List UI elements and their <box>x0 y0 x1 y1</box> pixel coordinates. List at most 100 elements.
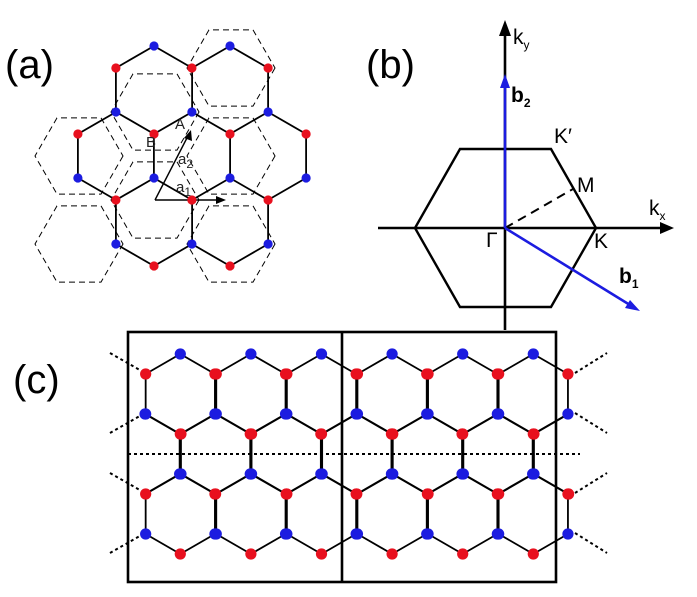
atom-sublattice-a <box>351 368 364 380</box>
atom-sublattice-a <box>73 129 83 139</box>
bond <box>229 243 269 267</box>
atom-sublattice-b <box>351 528 364 540</box>
atom-sublattice-b <box>111 239 121 249</box>
bond <box>286 473 322 495</box>
atom-sublattice-a <box>350 488 362 500</box>
lattice-bonds <box>76 45 308 267</box>
bond <box>498 533 534 555</box>
panel-b: ky kx b2 b1 Γ K K′ M <box>378 20 674 330</box>
bond <box>357 473 393 495</box>
atom-sublattice-a <box>111 63 121 73</box>
bond <box>426 413 463 435</box>
bond <box>497 413 534 435</box>
bond <box>357 533 393 555</box>
periodic-bond <box>574 352 608 374</box>
bond <box>251 413 287 435</box>
bond <box>215 533 252 555</box>
atom-sublattice-b <box>225 41 235 51</box>
bond <box>532 473 569 495</box>
atom-sublattice-a <box>140 488 152 500</box>
bond <box>229 45 269 69</box>
wigner-seitz-cells <box>34 29 276 283</box>
atom-sublattice-b <box>175 468 187 480</box>
atom-sublattice-b <box>562 408 574 420</box>
vector-a1-label: a1 <box>176 179 191 199</box>
atom-sublattice-a <box>281 488 293 500</box>
bond <box>191 111 231 135</box>
atom-sublattice-a <box>562 368 574 380</box>
atom-sublattice-b <box>492 408 504 420</box>
atom-sublattice-a <box>245 548 257 560</box>
atom-sublattice-b <box>281 528 293 540</box>
bond <box>250 473 286 495</box>
atom-sublattice-a <box>562 488 574 500</box>
atom-sublattice-b <box>149 173 159 183</box>
bond <box>145 353 181 375</box>
atom-sublattice-b <box>386 468 398 480</box>
bond <box>462 533 498 555</box>
atom-sublattice-a <box>263 63 273 73</box>
ribbon-atoms <box>139 348 575 560</box>
atom-sublattice-a <box>263 195 273 205</box>
kx-axis-label: kx <box>649 197 666 223</box>
atom-sublattice-a <box>174 548 186 560</box>
vector-a1-head <box>216 196 226 204</box>
atom-sublattice-a <box>175 428 187 440</box>
atom-sublattice-a <box>422 488 434 500</box>
atom-sublattice-b <box>386 348 398 360</box>
bond <box>179 473 216 495</box>
atom-sublattice-a <box>111 195 121 205</box>
atom-sublattice-b <box>562 528 574 540</box>
atom-sublattice-b <box>301 173 311 183</box>
bond <box>286 533 322 555</box>
periodic-bond <box>574 472 608 494</box>
bond <box>356 413 392 435</box>
vector-b1-label: b1 <box>619 265 639 291</box>
vector-a2-arrow <box>154 133 190 201</box>
atom-sublattice-a <box>245 428 258 440</box>
bond <box>229 111 269 135</box>
ky-axis-label: ky <box>513 26 530 52</box>
ribbon-bonds <box>144 353 570 555</box>
atom-sublattice-b <box>422 528 434 540</box>
bond <box>191 177 231 201</box>
bond <box>427 353 464 375</box>
unit-cell-dashed <box>110 73 200 151</box>
bond <box>427 533 464 555</box>
bond <box>391 353 428 375</box>
vector-b2-label: b2 <box>511 84 531 110</box>
bond <box>115 45 155 69</box>
unit-cell-dashed <box>186 29 276 107</box>
bond <box>532 533 569 555</box>
lattice-atoms <box>73 41 311 271</box>
atom-sublattice-a <box>457 548 469 560</box>
bond <box>321 473 357 495</box>
atom-sublattice-a <box>315 428 327 440</box>
atom-sublattice-b <box>457 348 469 360</box>
panel-label-c: (c) <box>13 358 60 402</box>
bond <box>532 353 569 375</box>
atom-sublattice-a <box>386 548 398 560</box>
atom-sublattice-b <box>316 468 328 480</box>
bond <box>191 243 231 267</box>
bond <box>285 413 322 435</box>
site-a-label: A <box>175 116 185 133</box>
unit-cell-dashed <box>34 205 124 283</box>
bond <box>229 177 269 201</box>
atom-sublattice-a <box>315 548 328 560</box>
bond <box>215 413 251 435</box>
bond <box>321 353 357 375</box>
m-point-label: M <box>577 174 595 197</box>
panel-label-a: (a) <box>5 43 54 87</box>
atom-sublattice-a <box>225 261 235 271</box>
atom-sublattice-a <box>387 428 399 440</box>
periodic-bond <box>574 532 608 554</box>
atom-sublattice-b <box>187 239 197 249</box>
atom-sublattice-a <box>493 368 505 380</box>
atom-sublattice-a <box>493 488 505 500</box>
bond <box>145 533 181 555</box>
atom-sublattice-b <box>139 408 151 420</box>
atom-sublattice-b <box>210 408 222 420</box>
k-point-label: K <box>594 230 608 253</box>
